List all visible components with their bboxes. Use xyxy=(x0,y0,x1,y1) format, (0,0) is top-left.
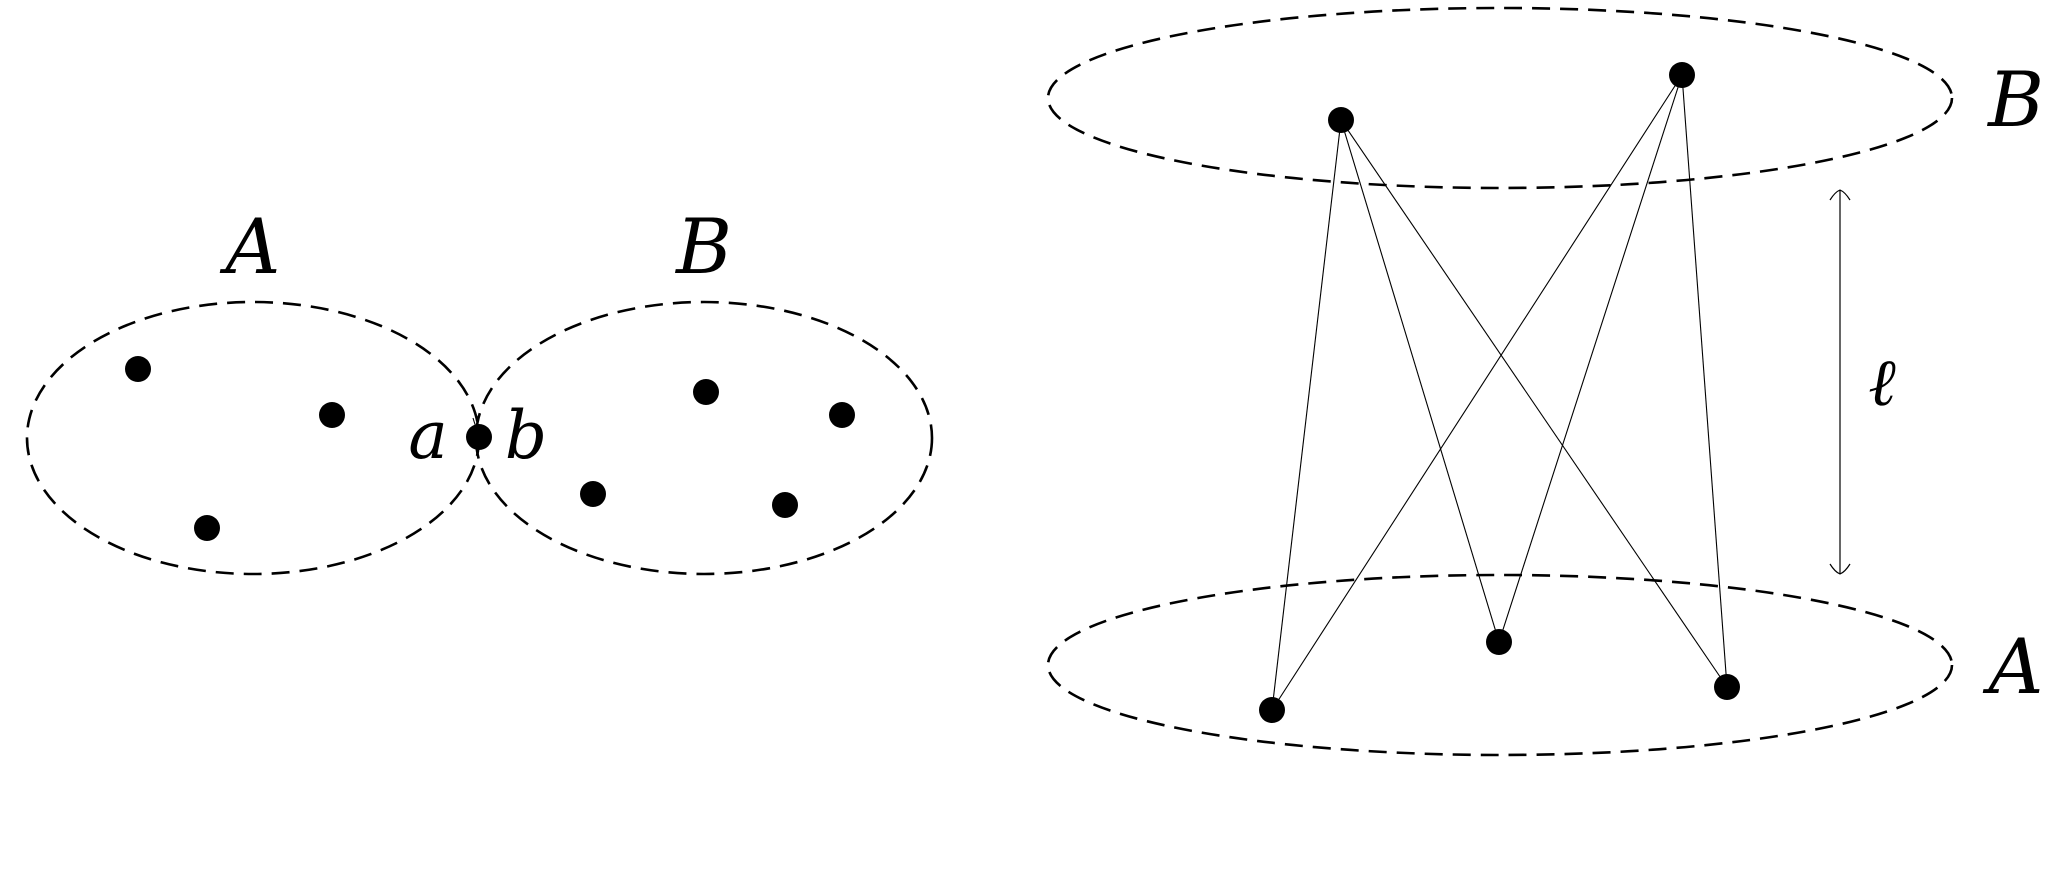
cross-edge xyxy=(1498,74,1683,643)
point-a-label: a xyxy=(408,397,447,474)
set-a-point xyxy=(319,402,345,428)
set-b-label: B xyxy=(674,202,732,291)
top-set-point xyxy=(1669,62,1695,88)
set-a-point xyxy=(125,356,151,382)
set-b-point xyxy=(693,379,719,405)
set-b-point xyxy=(772,492,798,518)
top-set-point xyxy=(1328,107,1354,133)
distance-label: ℓ xyxy=(1868,344,1896,421)
set-b-point xyxy=(580,481,606,507)
cross-edge xyxy=(1271,119,1342,711)
set-a-label: A xyxy=(220,202,281,291)
cross-edge xyxy=(1271,74,1683,711)
bottom-set-point xyxy=(1486,629,1512,655)
set-b-point xyxy=(829,402,855,428)
right-panel: B A ℓ xyxy=(1046,6,2044,757)
bottom-set-label: A xyxy=(1983,622,2044,711)
shared-point xyxy=(466,424,492,450)
top-set-label: B xyxy=(1986,55,2044,144)
left-panel: A B a b xyxy=(25,202,934,576)
bottom-set-point xyxy=(1714,674,1740,700)
point-b-label: b xyxy=(505,397,547,474)
bottom-set-point xyxy=(1259,697,1285,723)
distance-arrow xyxy=(1829,189,1851,575)
set-b-ellipse xyxy=(474,300,934,576)
cross-edge xyxy=(1340,119,1728,688)
top-set-ellipse xyxy=(1046,6,1954,190)
bottom-set-ellipse xyxy=(1046,573,1954,757)
cross-edge xyxy=(1681,74,1728,688)
cross-edge xyxy=(1340,119,1500,643)
set-a-point xyxy=(194,515,220,541)
